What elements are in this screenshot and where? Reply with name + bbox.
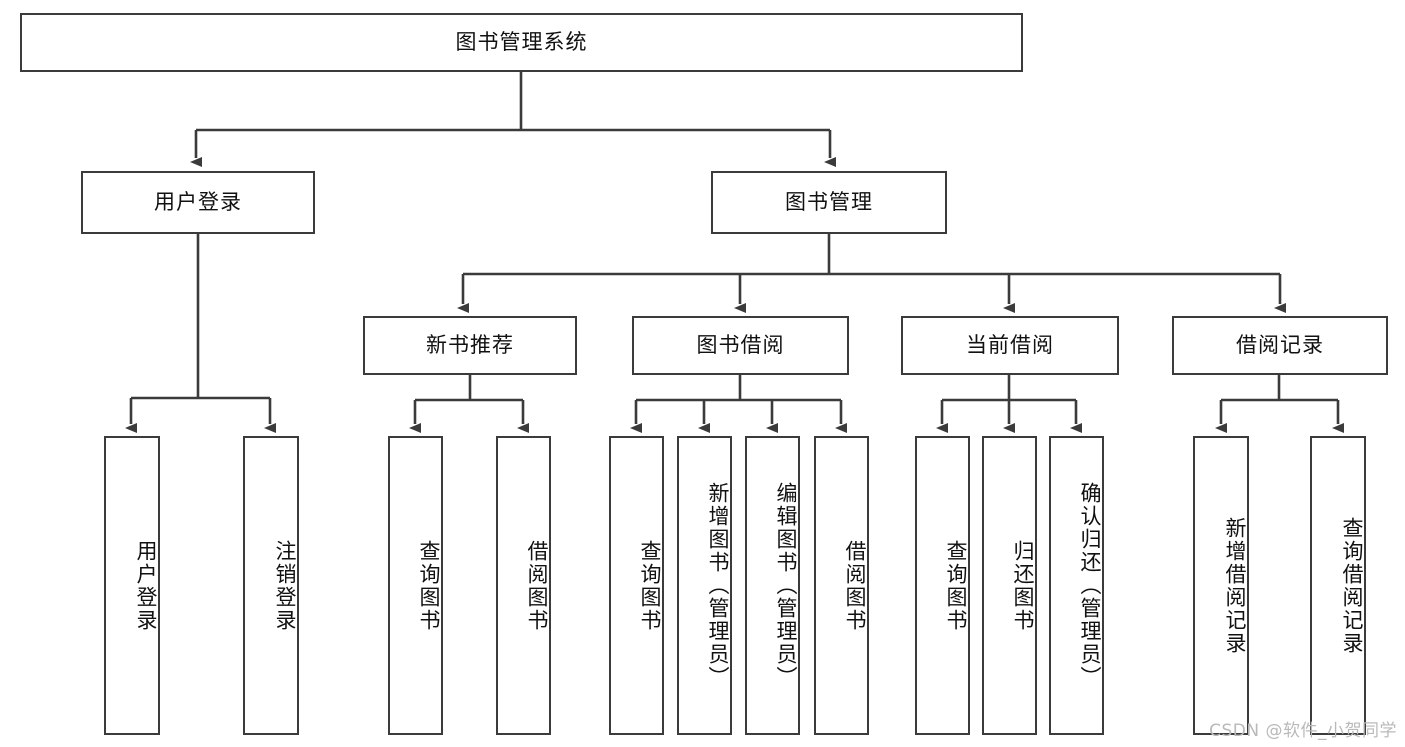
node-label: 新增借阅记录: [1223, 516, 1247, 655]
node-label: 借阅图书: [843, 539, 867, 632]
leaf-current-borrow-query-book[interactable]: 查询图书: [915, 436, 970, 735]
node-new-book-recommend[interactable]: 新书推荐: [363, 316, 577, 375]
node-label: 图书借阅: [696, 333, 785, 358]
leaf-user-login-login[interactable]: 用户登录: [104, 436, 160, 735]
node-label: 当前借阅: [966, 333, 1054, 358]
node-root-library-system[interactable]: 图书管理系统: [20, 13, 1023, 72]
leaf-borrow-record-add-record[interactable]: 新增借阅记录: [1193, 436, 1249, 735]
node-label: 查询图书: [638, 539, 662, 632]
leaf-book-borrow-edit-book-admin[interactable]: 编辑图书（管理员）: [745, 436, 800, 735]
node-label: 用户登录: [154, 190, 242, 215]
leaf-new-book-query-book[interactable]: 查询图书: [388, 436, 443, 735]
leaf-user-login-logout[interactable]: 注销登录: [243, 436, 299, 735]
node-user-login[interactable]: 用户登录: [81, 171, 315, 234]
node-label: 编辑图书（管理员）: [774, 482, 798, 689]
node-label: 确认归还（管理员）: [1078, 482, 1102, 689]
node-label: 借阅图书: [525, 539, 549, 632]
node-label: 归还图书: [1011, 539, 1035, 632]
node-label: 借阅记录: [1236, 333, 1324, 358]
leaf-book-borrow-add-book-admin[interactable]: 新增图书（管理员）: [677, 436, 732, 735]
node-borrow-record[interactable]: 借阅记录: [1172, 316, 1388, 375]
leaf-current-borrow-return-book[interactable]: 归还图书: [982, 436, 1037, 735]
node-book-borrow[interactable]: 图书借阅: [632, 316, 849, 375]
csdn-watermark: CSDN @软件_小贺同学: [1209, 721, 1397, 741]
node-label: 查询图书: [417, 539, 441, 632]
node-label: 注销登录: [273, 539, 297, 632]
node-label: 图书管理系统: [455, 30, 588, 55]
node-label: 查询图书: [944, 539, 968, 632]
node-current-borrow[interactable]: 当前借阅: [901, 316, 1119, 375]
leaf-book-borrow-borrow-book[interactable]: 借阅图书: [814, 436, 869, 735]
node-label: 查询借阅记录: [1340, 516, 1364, 655]
node-label: 新增图书（管理员）: [706, 482, 730, 689]
node-book-management[interactable]: 图书管理: [711, 171, 947, 234]
leaf-current-borrow-confirm-return-admin[interactable]: 确认归还（管理员）: [1049, 436, 1104, 735]
node-label: 图书管理: [785, 190, 873, 215]
leaf-new-book-borrow-book[interactable]: 借阅图书: [496, 436, 551, 735]
node-label: 新书推荐: [426, 333, 514, 358]
leaf-borrow-record-query-record[interactable]: 查询借阅记录: [1310, 436, 1366, 735]
leaf-book-borrow-query-book[interactable]: 查询图书: [609, 436, 664, 735]
node-label: 用户登录: [134, 539, 158, 632]
